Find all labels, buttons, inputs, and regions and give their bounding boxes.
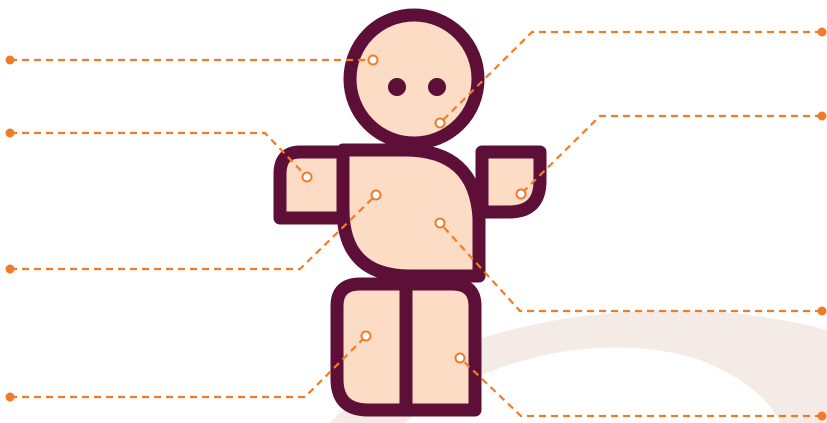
right-eye <box>428 78 446 96</box>
callout-left-leg-target-ring <box>362 332 371 341</box>
callout-head-left-target-ring <box>369 56 378 65</box>
callout-head-right-anchor-dot <box>818 28 827 37</box>
callout-right-arm-target-ring <box>517 190 526 199</box>
callout-right-arm <box>517 112 827 199</box>
callout-right-leg-target-ring <box>456 354 465 363</box>
callout-left-leg <box>6 332 371 402</box>
callout-left-arm-line <box>10 133 307 177</box>
callout-left-arm-target-ring <box>303 173 312 182</box>
callout-head-right <box>436 28 827 128</box>
callout-right-arm-line <box>521 116 822 194</box>
right-arm <box>482 152 540 212</box>
torso <box>343 150 479 276</box>
callout-left-arm <box>6 129 312 182</box>
left-arm <box>280 152 343 218</box>
callout-torso-left-anchor-dot <box>6 265 15 274</box>
callout-head-right-target-ring <box>436 119 445 128</box>
callout-torso-right-target-ring <box>436 219 445 228</box>
head <box>350 15 478 143</box>
callout-torso-right-anchor-dot <box>818 307 827 316</box>
callout-left-arm-anchor-dot <box>6 129 15 138</box>
callout-torso-right-line <box>440 223 822 311</box>
callout-right-arm-anchor-dot <box>818 112 827 121</box>
callout-head-left-anchor-dot <box>6 56 15 65</box>
callout-left-leg-anchor-dot <box>6 393 15 402</box>
callout-left-leg-line <box>10 336 366 397</box>
right-leg <box>406 284 475 410</box>
left-eye <box>388 78 406 96</box>
callout-head-right-line <box>440 32 822 123</box>
callout-torso-left-target-ring <box>372 191 381 200</box>
callout-torso-right <box>436 219 827 316</box>
left-leg <box>337 284 406 410</box>
callout-head-left <box>6 56 378 65</box>
callout-right-leg-anchor-dot <box>818 412 827 421</box>
